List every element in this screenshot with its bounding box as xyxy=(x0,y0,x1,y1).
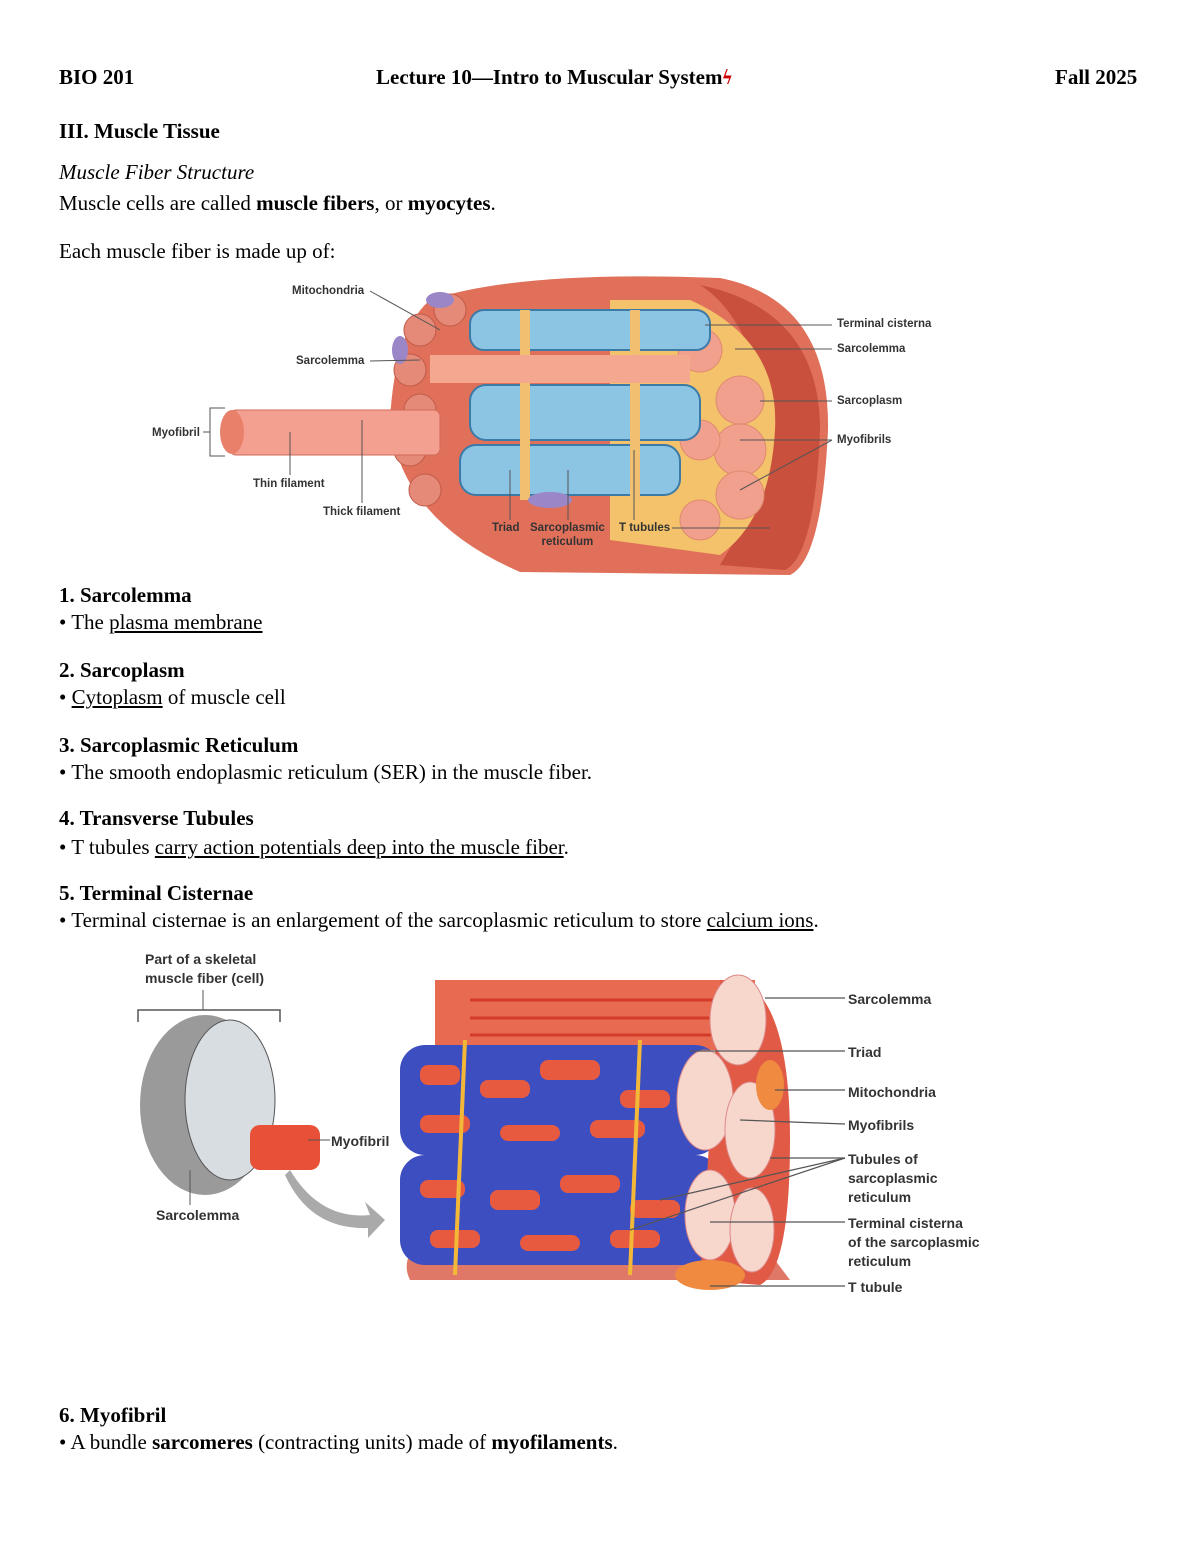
label-part-of-fiber: Part of a skeletal muscle fiber (cell) xyxy=(145,950,264,988)
item-bullet-sarcolemma: • The plasma membrane xyxy=(59,612,263,633)
label-sr-line2: reticulum xyxy=(541,535,594,548)
intro-post: . xyxy=(490,191,496,215)
underlined-text: carry action potentials deep into the mu… xyxy=(154,835,564,859)
text: T tubules xyxy=(71,835,155,859)
item-bullet-myofibril: • A bundle sarcomeres (contracting units… xyxy=(59,1432,618,1453)
bullet: • xyxy=(59,908,72,932)
underlined-text: Cytoplasm xyxy=(71,685,163,709)
made-up-of-text: Each muscle fiber is made up of: xyxy=(59,239,336,263)
bullet: • xyxy=(59,1430,71,1454)
label-sarcolemma-left-2: Sarcolemma xyxy=(156,1207,240,1223)
text-mid: (contracting units) made of xyxy=(252,1430,492,1454)
l3: reticulum xyxy=(848,1252,912,1269)
text-end: . xyxy=(813,908,819,932)
l2: sarcoplasmic xyxy=(848,1169,938,1186)
text: of muscle cell xyxy=(162,685,286,709)
item-heading-transverse-tubules: 4. Transverse Tubules xyxy=(59,806,254,830)
label-thin-filament: Thin filament xyxy=(253,478,325,490)
intro-pre: Muscle cells are called xyxy=(59,191,257,215)
item-bullet-sarcoplasmic-reticulum: • The smooth endoplasmic reticulum (SER)… xyxy=(59,762,592,783)
l2: of the sarcoplasmic xyxy=(848,1233,980,1250)
label-sarcoplasm: Sarcoplasm xyxy=(837,395,903,407)
label-mitochondria-2: Mitochondria xyxy=(848,1084,936,1100)
item-bullet-transverse-tubules: • T tubules carry action potentials deep… xyxy=(59,837,569,858)
label-part-line1: Part of a skeletal xyxy=(145,951,257,967)
label-sr-line1: Sarcoplasmic xyxy=(530,522,605,534)
label-t-tubules: T tubules xyxy=(619,522,671,534)
sarcoplasmic-reticulum-illustration xyxy=(137,974,846,1290)
term-sarcomeres: sarcomeres xyxy=(152,1430,253,1454)
item-heading-terminal-cisternae: 5. Terminal Cisternae xyxy=(59,881,254,905)
intro-text: Muscle cells are called muscle fibers, o… xyxy=(59,193,496,214)
label-myofibril-2: Myofibril xyxy=(331,1133,390,1149)
underlined-text: calcium ions xyxy=(706,908,814,932)
document-title: Lecture 10—Intro to Muscular Systemϟ xyxy=(376,67,732,88)
bullet: • xyxy=(59,760,72,784)
label-triad-2: Triad xyxy=(848,1044,882,1060)
text: Terminal cisternae is an enlargement of … xyxy=(71,908,707,932)
title-text: Lecture 10—Intro to Muscular System xyxy=(376,65,723,89)
label-part-line2: muscle fiber (cell) xyxy=(145,969,265,986)
item-heading-sarcoplasm: 2. Sarcoplasm xyxy=(59,658,185,682)
label-thick-filament: Thick filament xyxy=(323,506,401,518)
text: The xyxy=(71,610,110,634)
item-heading-sarcolemma: 1. Sarcolemma xyxy=(59,583,192,607)
bullet: • xyxy=(59,835,72,859)
term-muscle-fibers: muscle fibers xyxy=(256,191,375,215)
text: The smooth endoplasmic reticulum (SER) i… xyxy=(71,760,593,784)
item-bullet-terminal-cisternae: • Terminal cisternae is an enlargement o… xyxy=(59,910,819,931)
item-heading-myofibril: 6. Myofibril xyxy=(59,1403,167,1427)
term: Fall 2025 xyxy=(1055,65,1138,89)
l1: Terminal cisterna xyxy=(848,1215,963,1231)
item-heading-sarcoplasmic-reticulum: 3. Sarcoplasmic Reticulum xyxy=(59,733,299,757)
course-code: BIO 201 xyxy=(59,65,135,89)
label-t-tubule: T tubule xyxy=(848,1279,903,1295)
term-myocytes: myocytes xyxy=(407,191,491,215)
label-sarcolemma-2: Sarcolemma xyxy=(848,991,932,1007)
text: A bundle xyxy=(70,1430,153,1454)
intro-mid: , or xyxy=(374,191,408,215)
text-end: . xyxy=(563,835,569,859)
section-heading: III. Muscle Tissue xyxy=(59,119,220,143)
underlined-text: plasma membrane xyxy=(109,610,263,634)
label-myofibril: Myofibril xyxy=(152,427,200,439)
label-tubules-sr: Tubules of sarcoplasmic reticulum xyxy=(848,1150,938,1207)
l3: reticulum xyxy=(848,1188,912,1205)
muscle-fiber-illustration xyxy=(203,276,833,575)
text-end: . xyxy=(612,1430,618,1454)
label-terminal-cisterna: Terminal cisterna xyxy=(837,318,932,330)
label-terminal-cisterna-2: Terminal cisterna of the sarcoplasmic reti… xyxy=(848,1214,980,1271)
label-triad: Triad xyxy=(492,522,520,534)
item-bullet-sarcoplasm: • Cytoplasm of muscle cell xyxy=(59,687,286,708)
l1: Tubules of xyxy=(848,1151,918,1167)
label-myofibrils-2: Myofibrils xyxy=(848,1117,915,1133)
lightning-icon: ϟ xyxy=(722,65,732,89)
label-myofibrils: Myofibrils xyxy=(837,434,892,446)
label-sarcolemma-right: Sarcolemma xyxy=(837,343,906,355)
bullet: • xyxy=(59,685,72,709)
label-sarcolemma-left: Sarcolemma xyxy=(296,355,365,367)
bullet: • xyxy=(59,610,72,634)
subheading: Muscle Fiber Structure xyxy=(59,160,255,184)
label-mitochondria: Mitochondria xyxy=(292,285,365,297)
term-myofilaments: myofilaments xyxy=(491,1430,613,1454)
